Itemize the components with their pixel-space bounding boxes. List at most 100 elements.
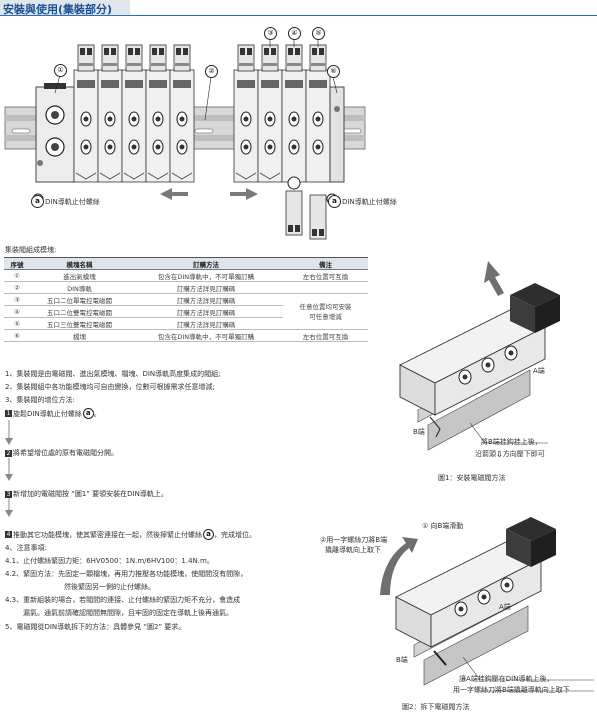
fig1-note-line2-start: 沿箭頭	[475, 450, 496, 458]
rail-screw-label-right: a DIN導軌止付螺絲	[328, 195, 397, 208]
cell-no: ⑥	[4, 329, 30, 342]
press-arrow-icon	[484, 261, 504, 296]
cell-note: 左右位置可互換	[283, 269, 368, 282]
cell-note: 左右位置可互換	[283, 329, 368, 342]
note-5: 5、電磁閥從DIN導軌拆下的方法：具體參見 “圖2” 要求。	[5, 623, 186, 631]
step-1: 1 旋鬆DIN導軌止付螺絲 a 。	[5, 408, 101, 419]
valve-module	[281, 44, 307, 236]
cell-name: 進出氣模塊	[30, 269, 129, 282]
note-4-2: 4.2、緊固方法：先固定一顆檔塊，再用力推壓各功能模塊，使閥間沒有間隙，	[5, 570, 248, 578]
cell-no: ②	[4, 281, 30, 294]
page-title: 安裝與使用(集裝部分)	[3, 3, 113, 16]
step-text: 將希望增位處的原有電磁閥分開。	[13, 449, 118, 457]
fig1-note-line2-end: 方向壓下即可	[502, 450, 545, 458]
step-number: 3	[5, 490, 12, 498]
step-text: 新增加的電磁閥按 “圖1” 要領安裝在DIN導軌上。	[13, 490, 168, 498]
fig2-step2-line2: 撬離導軌向上取下	[325, 546, 381, 554]
cell-name: 五口三位雙電控電磁閥	[30, 317, 129, 330]
callout-2: ②	[205, 65, 218, 78]
col-header-name: 模塊名稱	[30, 257, 129, 270]
step-3: 3 新增加的電磁閥按 “圖1” 要領安裝在DIN導軌上。	[5, 489, 168, 499]
fig1-caption: 圖1：安裝電磁閥方法	[438, 474, 506, 482]
arrow-down-icon: ⇩	[496, 449, 503, 459]
rail-screw-text-right: DIN導軌止付螺絲	[342, 197, 397, 206]
arrow-down-icon	[5, 474, 13, 481]
note-4-2-cont: 然後緊固另一側的止付螺絲。	[64, 583, 155, 591]
step-4: 4 推動其它功能模塊，使其緊密連接在一起，然後擰緊止付螺絲 a ，完成增位。	[5, 529, 256, 540]
col-header-no: 序號	[4, 257, 30, 270]
fig1-note-line1: 將B端挂鈎挂上後，	[481, 438, 542, 446]
manifold-assembly-diagram	[4, 37, 366, 240]
cell-order: 訂購方法詳見訂購碼	[129, 281, 283, 294]
table-row: ⑤ 五口三位雙電控電磁閥 訂購方法詳見訂購碼	[4, 317, 368, 330]
step-2: 2 將希望增位處的原有電磁閥分開。	[5, 448, 118, 458]
cell-no: ①	[4, 269, 30, 282]
callout-5: ⑤	[312, 27, 325, 40]
valve-module	[73, 44, 99, 183]
rail-slot	[342, 128, 362, 134]
valve-module	[97, 44, 123, 183]
step-text-suffix: 。	[93, 409, 101, 418]
cell-order: 包含在DIN導軌中，不可單獨訂購	[129, 269, 283, 282]
fig1-note-line2: 沿箭頭 ⇩ 方向壓下即可	[475, 449, 545, 459]
col-header-note: 備注	[283, 257, 368, 270]
instruction-1: 1、集裝閥是由電磁閥、進出氣模塊、檔塊、DIN導軌高度集成的閥組;	[5, 370, 221, 378]
step-text-suffix: ，完成增位。	[214, 530, 256, 539]
step-text: 旋鬆DIN導軌止付螺絲	[13, 409, 82, 418]
header-rule	[0, 15, 597, 16]
fig2-label-b: B端	[396, 656, 408, 664]
rail-slot	[11, 128, 31, 134]
table-row: ④ 五口二位雙電控電磁閥 訂購方法詳見訂購碼	[4, 305, 368, 318]
cell-order: 訂購方法詳見訂購碼	[129, 305, 283, 318]
table-caption: 集裝閥組成模塊:	[5, 246, 57, 254]
callout-6: ⑥	[327, 65, 340, 78]
callout-4: ④	[288, 27, 301, 40]
callout-a: a	[31, 195, 44, 208]
rail-slot	[194, 128, 214, 134]
fig2-caption: 圖2：拆下電磁閥方法	[402, 703, 470, 711]
valve-module	[121, 44, 147, 183]
step-number: 2	[5, 449, 12, 457]
table-row: ② DIN導軌 訂購方法詳見訂購碼	[4, 281, 368, 294]
callout-a: a	[82, 408, 94, 419]
note-4-3: 4.3、重新組裝的場合，若閥間的連接、止付螺絲的緊固力矩不充分，會造成	[5, 596, 241, 604]
fig2-note-line2: 用一字螺絲刀將B端撬離導軌向上取下	[453, 686, 570, 694]
figure2-removal-diagram	[380, 517, 594, 692]
merged-note-line2: 可任意增減	[309, 312, 342, 321]
rail-screw-text-left: DIN導軌止付螺絲	[45, 197, 100, 206]
cell-name: 檔塊	[30, 329, 129, 342]
valve-module	[305, 44, 331, 240]
rail-screw-label-left: a DIN導軌止付螺絲	[31, 195, 100, 208]
step-flow-arrows	[5, 420, 13, 517]
callout-a: a	[203, 529, 214, 540]
cell-no: ④	[4, 305, 30, 318]
header-background	[0, 0, 130, 16]
valve-module	[145, 44, 171, 183]
note-4-3-cont: 漏氣。通氣前請確認閥間無間隙，且牢固的固定在導軌上後再通氣。	[23, 609, 233, 617]
cell-name: DIN導軌	[30, 281, 129, 294]
cell-no: ⑤	[4, 317, 30, 330]
fig1-label-a: A端	[533, 367, 545, 375]
step-number: 1	[5, 410, 12, 417]
fig2-label-a: A端	[499, 603, 511, 611]
fig2-note-line1: 讓A端挂鈎壓在DIN導軌上後，	[459, 675, 554, 683]
col-header-order: 訂購方法	[129, 257, 283, 270]
fig2-step2-line1: ②用一字螺絲刀將B端	[320, 536, 388, 544]
valve-module	[233, 44, 259, 183]
inlet-outlet-block	[35, 83, 75, 183]
arrow-down-icon	[5, 510, 13, 517]
arrow-left-icon	[160, 188, 188, 200]
note-heading: 4、注意事項:	[5, 544, 47, 552]
figure1-install-diagram	[399, 261, 560, 451]
arrow-down-icon	[5, 438, 13, 445]
merged-note-line1: 任意位置均可安裝	[299, 302, 352, 311]
callout-3: ③	[264, 27, 277, 40]
page-header: 安裝與使用(集裝部分)	[0, 0, 597, 16]
table-row: ③ 五口二位單電控電磁閥 訂購方法詳見訂購碼 任意位置均可安裝 可任意增減	[4, 293, 368, 330]
fig2-step1: ① 向B端滑動	[422, 522, 464, 530]
cell-no: ③	[4, 293, 30, 306]
table-row: ⑥ 檔塊 包含在DIN導軌中，不可單獨訂購 左右位置可互換	[4, 329, 368, 342]
callout-1: ①	[54, 64, 67, 77]
table-row: ① 進出氣模塊 包含在DIN導軌中，不可單獨訂購 左右位置可互換	[4, 269, 368, 282]
step-text: 推動其它功能模塊，使其緊密連接在一起，然後擰緊止付螺絲	[13, 530, 202, 539]
